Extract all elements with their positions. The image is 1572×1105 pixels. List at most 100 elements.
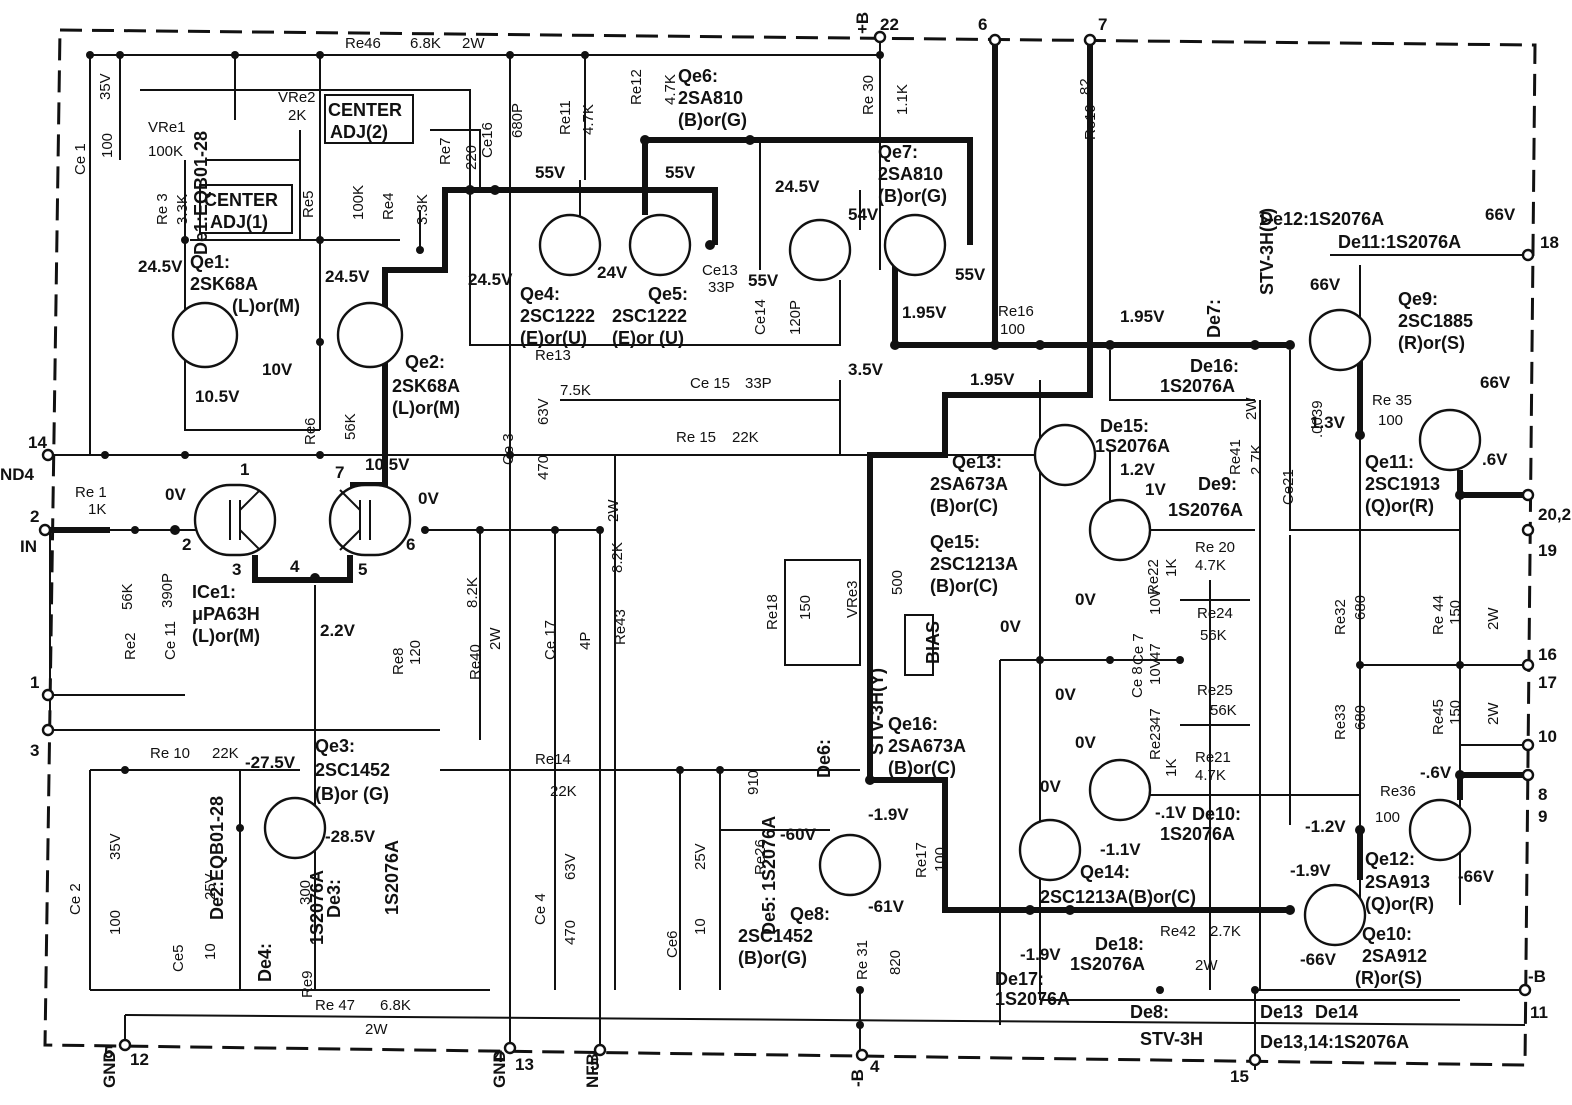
re47-power: 2W [365, 1021, 388, 1038]
qe12-type: 2SA913 [1365, 872, 1430, 892]
capacitor-labels: Ce 1 100 35V Ce16 680P Ce13 33P Ce14 120… [67, 73, 1326, 972]
re45-label: Re45 [1430, 699, 1447, 735]
qe9-symbol [1308, 308, 1372, 372]
re13-label: Re13 [535, 347, 571, 364]
re42-label: Re42 [1160, 923, 1196, 940]
qe13-grade: (B)or(C) [930, 496, 998, 516]
ce7-label: Ce 7 [1130, 633, 1147, 665]
terminal-18: 18 [1540, 233, 1559, 252]
re8-label: Re8 [390, 647, 407, 675]
terminal-labels: 22 +B 6 7 18 14 ND4 2 IN 1 3 20,2 19 16 … [0, 12, 1571, 1088]
transistor-labels: Qe1: 2SK68A (L)or(M) Qe2: 2SK68A (L)or(M… [182, 66, 1473, 988]
re24-value: 56K [1200, 627, 1227, 644]
re9-label: Re9 [299, 970, 316, 998]
terminal-plus-b: +B [853, 12, 872, 34]
terminal-14: 14 [28, 433, 47, 452]
qe14-name: Qe14: [1080, 862, 1130, 882]
terminal-gnd-b: GND [490, 1050, 509, 1088]
re17-value: 100 [932, 847, 949, 872]
v-10.5-qe1: 10.5V [195, 387, 240, 406]
qe6-name: Qe6: [678, 66, 718, 86]
qe2-symbol [336, 301, 404, 369]
re7-label: Re7 [437, 137, 454, 165]
re41-label: Re41 [1227, 439, 1244, 475]
de8-name: De8: [1130, 1002, 1169, 1022]
de9-name: De9: [1198, 474, 1237, 494]
terminal-nd4: ND4 [0, 465, 35, 484]
v-2.2: 2.2V [320, 621, 356, 640]
v-minus-66-qe12: -66V [1458, 867, 1495, 886]
ic-pin-7: 7 [335, 463, 344, 482]
de14-label: De14 [1315, 1002, 1358, 1022]
qe2-type: 2SK68A [392, 376, 460, 396]
qe9-name: Qe9: [1398, 289, 1438, 309]
qe15-symbol [1088, 498, 1152, 562]
v-24.5-qe2: 24.5V [325, 267, 370, 286]
ce2-value: 100 [107, 910, 124, 935]
qe12-name: Qe12: [1365, 849, 1415, 869]
re36-label: Re36 [1380, 783, 1416, 800]
junction-dots [86, 51, 1465, 1029]
re35-value: 100 [1378, 412, 1403, 429]
re19-label: Re19 [1082, 104, 1099, 140]
re31-value: 820 [887, 950, 904, 975]
v-0-qe15: 0V [1075, 590, 1096, 609]
re33-value: 680 [1352, 705, 1369, 730]
ce3-label: Ce 3 [500, 433, 517, 465]
re33-label: Re33 [1332, 704, 1349, 740]
de9-type: 1S2076A [1168, 500, 1243, 520]
qe3-type: 2SC1452 [315, 760, 390, 780]
ce16-label: Ce16 [479, 122, 496, 158]
v-minus-1.1: -1.1V [1100, 840, 1141, 859]
qe3-name: Qe3: [315, 736, 355, 756]
v-minus-1.9-qe10: -1.9V [1290, 861, 1331, 880]
re6-value: 56K [342, 413, 359, 440]
qe11-grade: (Q)or(R) [1365, 496, 1434, 516]
terminal-3: 3 [30, 741, 39, 760]
re14-label: Re14 [535, 751, 571, 768]
ic-pin-5: 5 [358, 560, 367, 579]
re2-value: 56K [119, 583, 136, 610]
de2-label: De2:EQB01-28 [207, 796, 227, 920]
vre1-label: VRe1 [148, 119, 186, 136]
re12-label: Re12 [628, 69, 645, 105]
terminal-5a: 5 [104, 1043, 113, 1062]
re20-value: 4.7K [1195, 557, 1226, 574]
v-55-qe7: 55V [955, 265, 986, 284]
re46-label: Re46 [345, 35, 381, 52]
terminal-circles [38, 30, 1535, 1067]
terminal-5b: 5 [590, 1055, 599, 1074]
ce8-label: Ce 8 [1129, 666, 1146, 698]
de12-label: De12:1S2076A [1260, 209, 1384, 229]
re32-value: 680 [1352, 595, 1369, 620]
ic-pin-3: 3 [232, 560, 241, 579]
ce8-value: 47 [1147, 708, 1164, 725]
terminal-12: 12 [130, 1050, 149, 1069]
terminal-8: 8 [1538, 785, 1547, 804]
v-0-center: 0V [1055, 685, 1076, 704]
re26-label: Re26 [752, 839, 769, 875]
qe2-grade: (L)or(M) [392, 398, 460, 418]
re21-value: 4.7K [1195, 767, 1226, 784]
re26-value: 910 [745, 770, 762, 795]
center-adj-2-line1: CENTER [328, 100, 402, 120]
qe12-symbol [1408, 798, 1472, 862]
de3-type: 1S2076A [382, 840, 402, 915]
qe13-name: Qe13: [952, 452, 1002, 472]
ce7-rating: 10V [1147, 588, 1164, 615]
terminal-13: 13 [515, 1055, 534, 1074]
qe6-grade: (B)or(G) [678, 110, 747, 130]
vre3-label: VRe3 [844, 580, 861, 618]
ic-pin-1: 1 [240, 460, 249, 479]
qe15-name: Qe15: [930, 532, 980, 552]
qe11-name: Qe11: [1365, 452, 1414, 472]
qe4-type: 2SC1222 [520, 306, 595, 326]
label-boxes [199, 94, 934, 676]
re11-value: 4.7K [580, 104, 597, 135]
v-minus-1.9-qe8: -1.9V [868, 805, 909, 824]
qe7-grade: (B)or(G) [878, 186, 947, 206]
de6-type: STV-3H(Y) [867, 668, 887, 755]
v-55-qe5: 55V [665, 163, 696, 182]
re20-label: Re 20 [1195, 539, 1235, 556]
de16-name: De16: [1190, 356, 1239, 376]
